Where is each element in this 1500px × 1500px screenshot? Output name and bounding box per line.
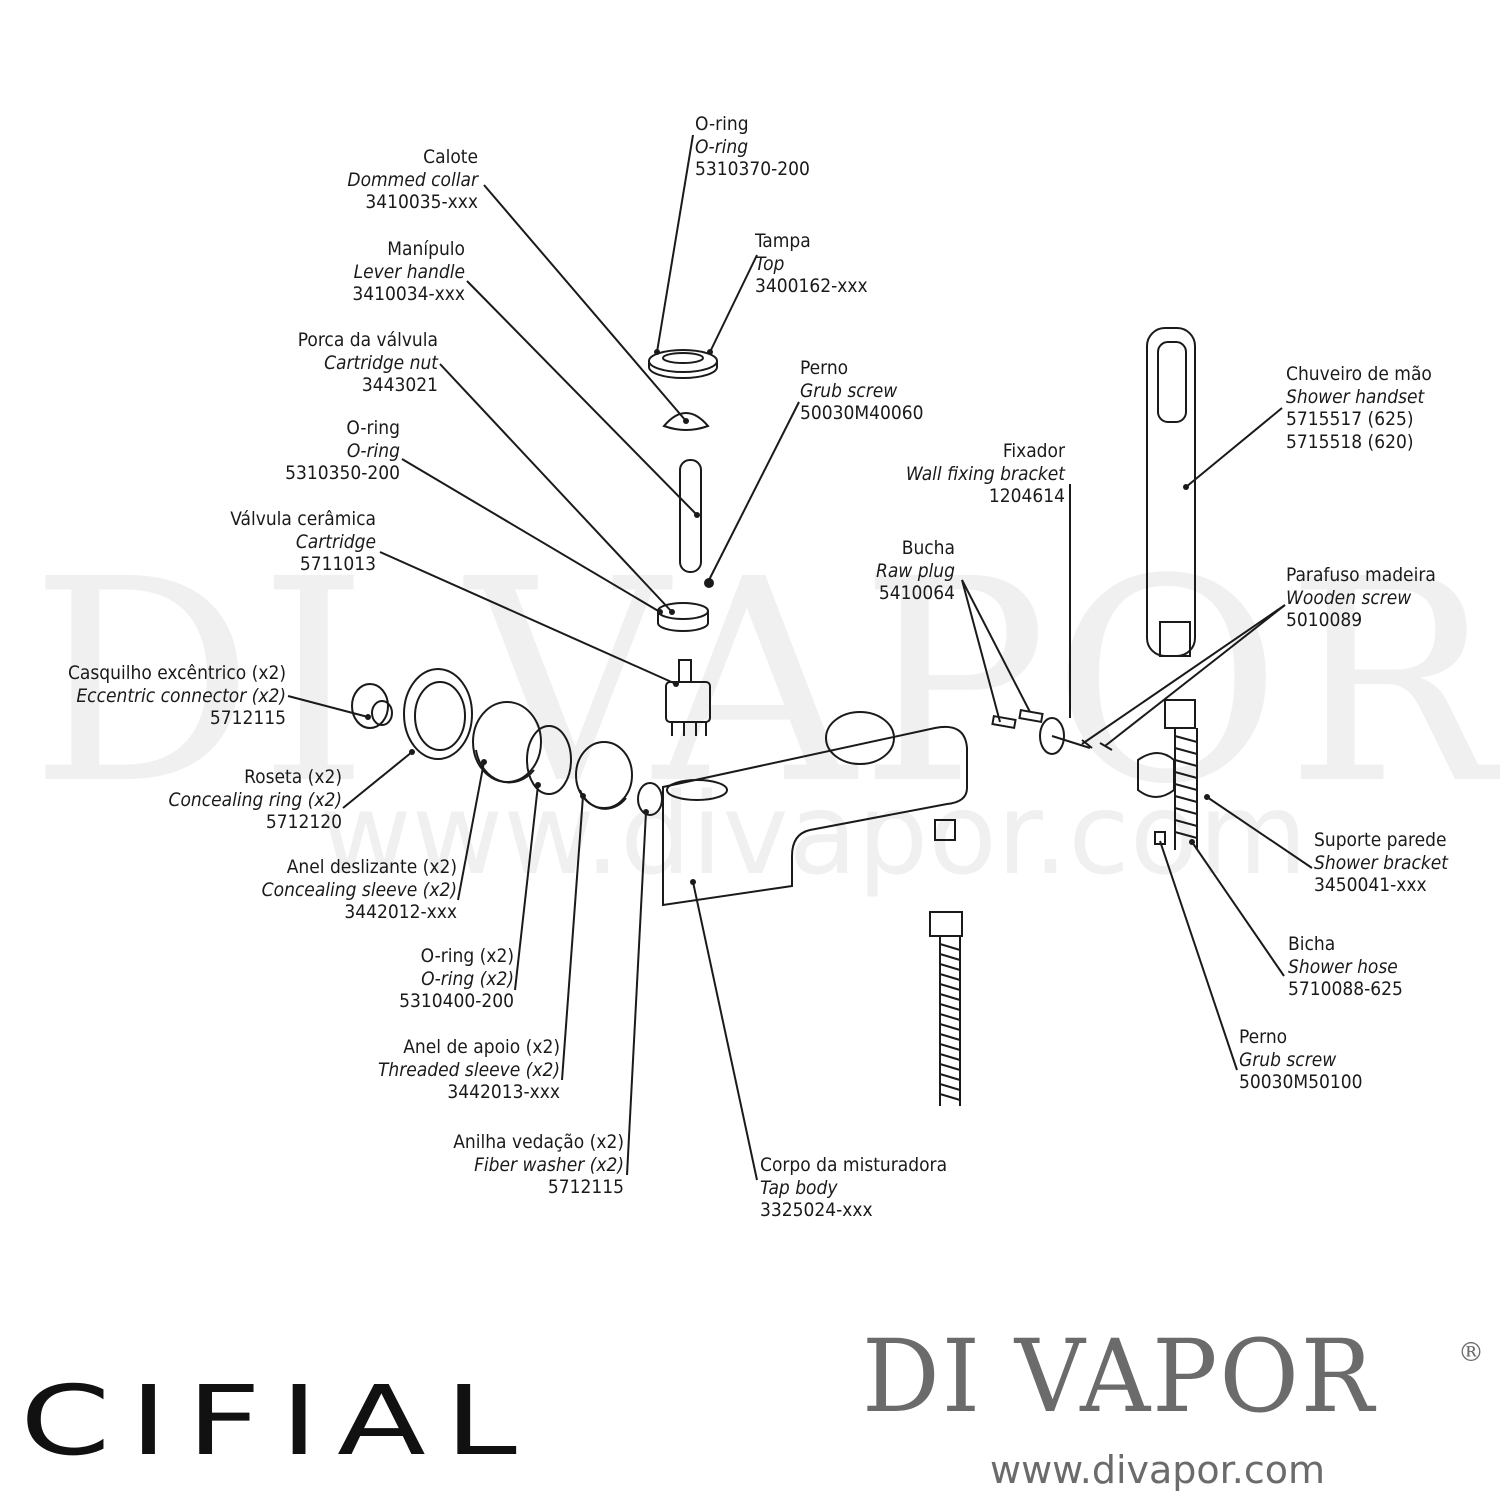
label-threaded-sleeve: Anel de apoio (x2)Threaded sleeve (x2)34…	[377, 1036, 560, 1103]
top-cap-side	[648, 361, 718, 379]
watermark-url: www.divapor.com	[320, 770, 1308, 900]
cartridge-feet	[671, 722, 707, 736]
eccentric-connector-shape	[351, 683, 389, 729]
leader-dommed-collar	[483, 184, 687, 422]
leader-shower-bracket	[1206, 796, 1313, 869]
label-o-ring-x2: O-ring (x2)O-ring (x2)5310400-200	[399, 945, 514, 1012]
divapor-logo: DI VAPOR	[862, 1318, 1376, 1435]
leader-cartridge	[379, 551, 677, 685]
leader-concealing-sleeve	[457, 761, 485, 901]
label-concealing-ring: Roseta (x2)Concealing ring (x2)5712120	[168, 766, 342, 833]
cifial-logo: CIFIAL	[20, 1365, 536, 1477]
leader-shower-handset	[1185, 407, 1283, 488]
leader-concealing-ring	[342, 751, 413, 809]
leader-top	[709, 254, 758, 353]
leader-wooden-screw-2	[1104, 604, 1286, 747]
wooden-screw-1	[1081, 739, 1093, 749]
leader-wooden-screw-1	[1081, 604, 1286, 745]
cartridge-stem	[678, 659, 692, 683]
cartridge-nut-top	[657, 602, 709, 620]
lever-handle-shape	[679, 459, 702, 573]
shower-handset-shape	[1146, 327, 1196, 657]
label-concealing-sleeve: Anel deslizante (x2)Concealing sleeve (x…	[261, 856, 457, 923]
leader-tap-body	[692, 881, 758, 1181]
divapor-registered-mark: ®	[1458, 1338, 1484, 1368]
watermark-logo: DI VAPOR®	[30, 520, 1500, 846]
tap-body-outlet	[825, 711, 895, 765]
grub-screw-top-shape	[704, 578, 714, 588]
label-eccentric-connector: Casquilho excêntrico (x2)Eccentric conne…	[67, 662, 286, 729]
divapor-url: www.divapor.com	[990, 1448, 1326, 1492]
leader-lever-handle	[466, 280, 698, 516]
fiber-washer-shape	[637, 782, 663, 816]
wall-fixing-bracket-shape	[1039, 717, 1065, 755]
raw-plug-1	[991, 714, 1017, 730]
grub-screw-bottom-shape	[1154, 831, 1166, 845]
hose-nut	[929, 911, 963, 937]
raw-plug-2	[1018, 708, 1044, 724]
cartridge-nut-body	[657, 611, 709, 632]
leader-shower-hose	[1191, 841, 1285, 977]
shower-bracket-shape	[1137, 752, 1175, 798]
leader-grub-screw-top	[708, 401, 800, 581]
leader-raw-plug-1	[961, 579, 1001, 723]
leader-o-ring-mid	[401, 458, 661, 613]
domed-collar-shape	[662, 412, 710, 431]
leader-threaded-sleeve	[561, 795, 584, 1081]
label-fiber-washer: Anilha vedação (x2)Fiber washer (x2)5712…	[453, 1131, 624, 1198]
leader-o-ring-top	[656, 134, 694, 353]
top-cap-inner	[662, 352, 704, 364]
cartridge-body	[665, 681, 711, 723]
shower-hose-nut	[1164, 699, 1196, 729]
leader-cartridge-nut	[439, 363, 673, 613]
o-ring-x2-shape	[526, 725, 572, 795]
concealing-ring-shape	[403, 668, 473, 760]
tap-body-shape	[662, 726, 968, 907]
leader-raw-plug-2	[961, 579, 1031, 713]
wooden-screw-2	[1099, 742, 1113, 751]
leader-o-ring-x2	[514, 784, 539, 991]
leader-fiber-washer	[626, 811, 647, 1176]
hose-body	[939, 936, 961, 1106]
leader-eccentric-connector	[287, 695, 369, 718]
leader-grub-screw-bottom	[1159, 840, 1238, 1071]
